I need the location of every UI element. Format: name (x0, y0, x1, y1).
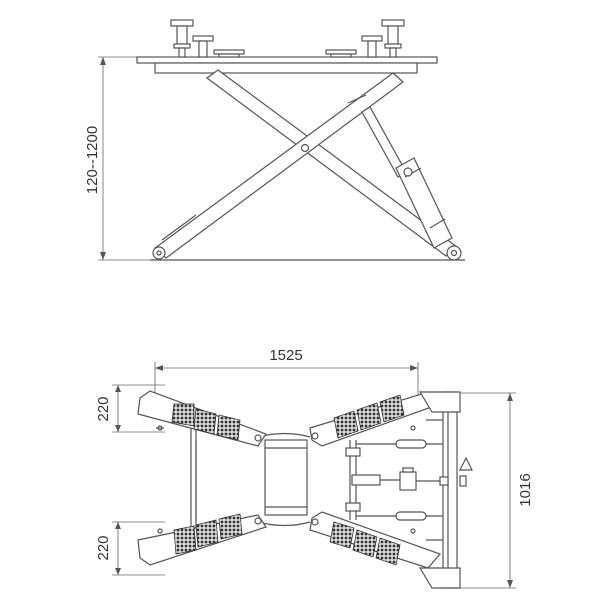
arm-upper-dimension-line (112, 384, 165, 433)
arm-lower-dimension-label: 220 (95, 535, 112, 560)
hydraulic-pump-assembly (345, 439, 467, 521)
lower-left-arm (137, 513, 267, 566)
upper-left-arm (137, 390, 267, 447)
depth-dimension-line (460, 392, 516, 589)
upper-right-rubber-pads (333, 394, 405, 439)
left-roller (152, 246, 166, 260)
side-view: 120--1200 (84, 19, 465, 261)
scissor-arm-a (205, 69, 458, 257)
lift-platform (136, 56, 438, 74)
depth-dimension-label: 1016 (517, 473, 534, 506)
height-dimension-label: 120--1200 (84, 126, 101, 194)
right-end-brackets (418, 391, 461, 589)
upper-right-arm (309, 391, 442, 447)
arm-lower-dimension-line (112, 521, 165, 576)
arm-upper-dimension-label: 220 (95, 396, 112, 421)
lower-right-arm (309, 511, 442, 569)
width-dimension-label: 1525 (269, 347, 302, 364)
lower-left-rubber-pads (173, 513, 243, 555)
scissor-pivot (300, 143, 310, 153)
top-view: 1525 1016 220 220 (95, 347, 534, 589)
height-dimension-line (98, 56, 160, 261)
right-roller (446, 245, 462, 261)
lift-pad-adapters (170, 19, 405, 58)
width-dimension-line (154, 362, 419, 395)
upper-left-rubber-pads (171, 403, 241, 441)
hydraulic-cylinder (347, 94, 453, 249)
scissor-arm-b (154, 72, 404, 259)
direction-arrow-icon (459, 456, 473, 471)
lower-right-rubber-pads (329, 521, 401, 566)
